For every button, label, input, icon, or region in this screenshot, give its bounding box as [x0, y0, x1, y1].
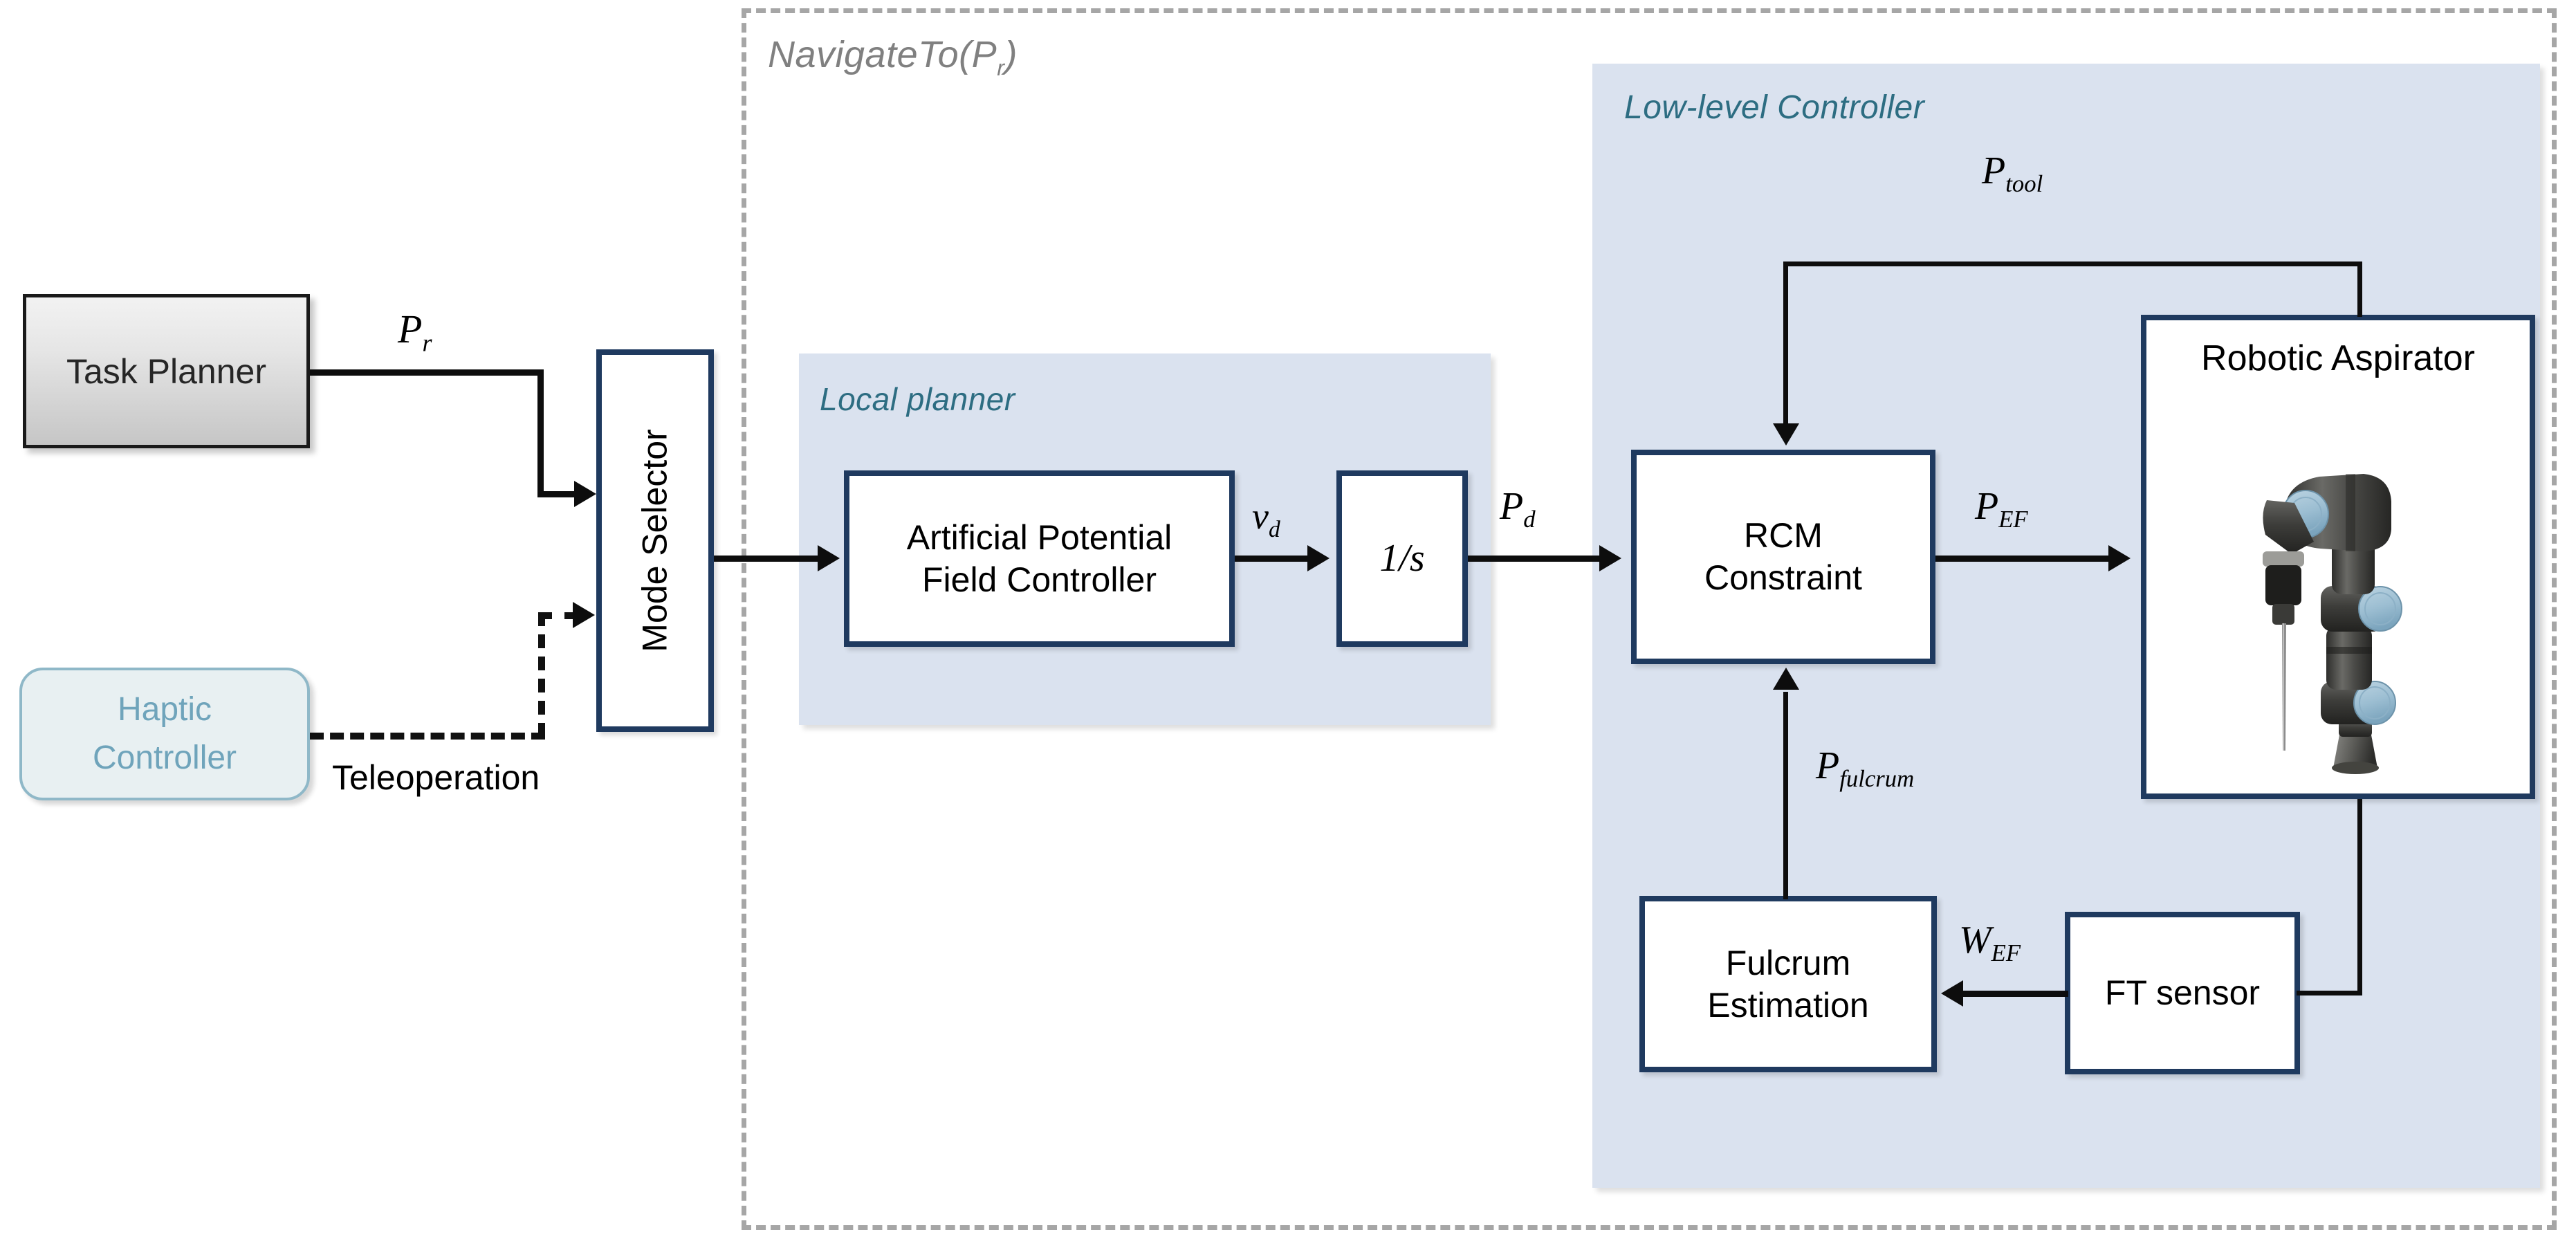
arrow-integrator-to-rcm [1599, 545, 1621, 571]
navigate-to-label-text: NavigateTo(P [768, 34, 997, 75]
wire-ptool-up [2357, 261, 2362, 317]
signal-pr-base: P [398, 306, 423, 351]
wire-haptic-out [310, 733, 545, 740]
signal-pr-sub: r [422, 329, 432, 357]
wire-ptool-across [1783, 261, 2362, 266]
signal-label-wef: WEF [1959, 918, 2021, 967]
signal-label-pfulcrum: Pfulcrum [1816, 744, 1914, 793]
wire-fulcrum-up-to-rcm [1783, 692, 1788, 899]
navigate-to-region [742, 8, 2557, 1230]
navigate-to-region-label: NavigateTo(Pr) [768, 33, 1018, 81]
wire-integrator-to-rcm [1468, 556, 1601, 562]
wire-mode-to-apf [714, 556, 819, 562]
fulcrum-estimation-label-line1: Fulcrum [1725, 943, 1851, 982]
signal-pfulcrum-base: P [1816, 744, 1840, 787]
wire-ft-to-fulcrum [1963, 991, 2068, 997]
arrow-rcm-to-aspirator [2108, 545, 2131, 571]
signal-label-ptool: Ptool [1982, 149, 2043, 198]
fulcrum-estimation-block[interactable]: Fulcrum Estimation [1639, 896, 1937, 1072]
low-level-controller-label: Low-level Controller [1624, 89, 1925, 126]
arrow-fulcrum-into-rcm [1773, 668, 1799, 690]
ft-sensor-block[interactable]: FT sensor [2065, 912, 2300, 1074]
teleoperation-label: Teleoperation [332, 758, 540, 797]
navigate-to-label-close: ) [1004, 34, 1018, 75]
arrow-ft-to-fulcrum [1941, 980, 1963, 1007]
task-planner-label: Task Planner [66, 351, 267, 391]
haptic-controller-label-line1: Haptic [117, 691, 212, 728]
rcm-constraint-label-line2: Constraint [1704, 558, 1862, 597]
arrow-task-planner-to-mode [574, 481, 596, 507]
integrator-block[interactable]: 1/s [1336, 470, 1468, 647]
signal-ptool-base: P [1982, 149, 2006, 192]
integrator-label: 1/s [1379, 537, 1425, 580]
signal-label-vd: vd [1252, 495, 1280, 543]
signal-label-pr: Pr [398, 306, 432, 358]
wire-task-planner-to-mode [537, 491, 580, 497]
wire-haptic-up [538, 612, 545, 737]
signal-vd-base: v [1252, 495, 1269, 537]
signal-ptool-sub: tool [2005, 170, 2043, 198]
signal-label-pef: PEF [1975, 484, 2028, 533]
signal-pfulcrum-sub: fulcrum [1839, 765, 1915, 793]
signal-pd-sub: d [1523, 506, 1536, 533]
task-planner-block[interactable]: Task Planner [23, 294, 310, 448]
wire-rcm-to-aspirator [1935, 556, 2110, 562]
arrow-ptool-into-rcm [1773, 423, 1799, 446]
wire-haptic-to-mode [538, 612, 578, 619]
arrow-haptic-to-mode [573, 602, 595, 628]
local-planner-label: Local planner [820, 381, 1015, 417]
wire-task-planner-down [537, 369, 544, 494]
apf-controller-label-line2: Field Controller [921, 560, 1157, 599]
signal-pef-sub: EF [1998, 506, 2028, 533]
signal-vd-sub: d [1268, 516, 1280, 542]
apf-controller-label-line1: Artificial Potential [906, 517, 1172, 557]
navigate-to-label-sub: r [997, 55, 1005, 80]
wire-task-planner-out [310, 369, 544, 376]
robotic-aspirator-block[interactable]: Robotic Aspirator [2141, 315, 2535, 799]
signal-wef-base: W [1959, 919, 1991, 962]
arrow-apf-to-integrator [1307, 545, 1330, 571]
apf-controller-block[interactable]: Artificial Potential Field Controller [844, 470, 1235, 647]
haptic-controller-block[interactable]: Haptic Controller [19, 668, 310, 800]
robotic-aspirator-label: Robotic Aspirator [2201, 338, 2475, 378]
mode-selector-block[interactable]: Mode Selector [596, 349, 714, 732]
mode-selector-label: Mode Selector [635, 429, 674, 652]
signal-label-pd: Pd [1500, 484, 1536, 533]
rcm-constraint-block[interactable]: RCM Constraint [1631, 450, 1935, 664]
wire-apf-to-integrator [1235, 556, 1309, 562]
rcm-constraint-label-line1: RCM [1744, 516, 1823, 555]
signal-pef-base: P [1975, 485, 1999, 528]
signal-pd-base: P [1500, 485, 1524, 528]
ft-sensor-label: FT sensor [2104, 973, 2261, 1012]
haptic-controller-label-line2: Controller [92, 740, 237, 776]
wire-ptool-down [1783, 261, 1788, 426]
arrow-mode-to-apf [818, 545, 840, 571]
signal-wef-sub: EF [1991, 939, 2021, 967]
wire-aspirator-into-ft [2297, 991, 2362, 995]
fulcrum-estimation-label-line2: Estimation [1707, 985, 1869, 1025]
wire-aspirator-down-to-ft [2357, 799, 2362, 993]
